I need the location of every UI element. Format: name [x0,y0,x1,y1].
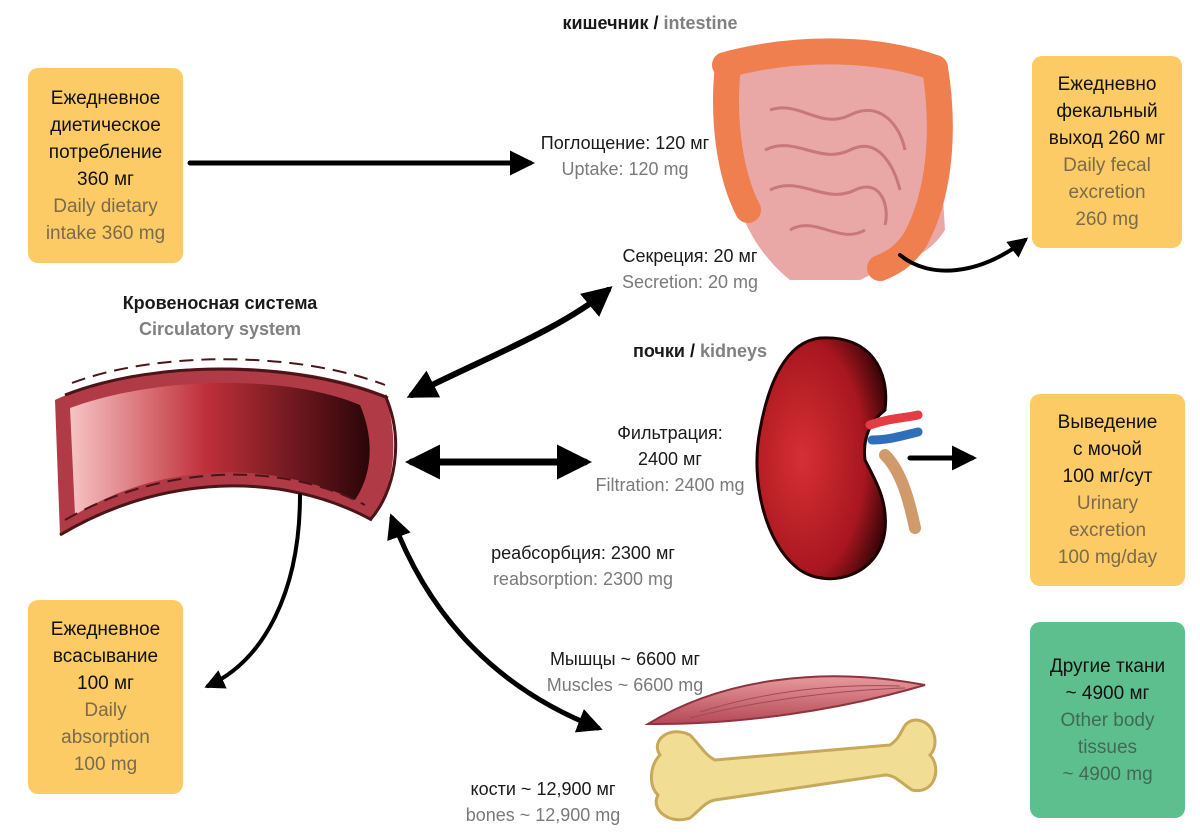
urinary-excretion-box: Выведение с мочой 100 мг/сут Urinary exc… [1030,394,1185,586]
reabsorption-ru: реабсорбция: 2300 мг [491,543,675,563]
intestine-title-sep: / [653,13,659,33]
fecal-output-ru-3: выход 260 мг [1048,128,1166,149]
fecal-output-en-1: Daily fecal [1063,155,1151,176]
other-tissues-en-1: Other body [1060,709,1155,731]
daily-absorption-en-1: Daily [84,700,127,721]
dietary-intake-ru-4: 360 мг [77,168,134,190]
uptake-en: Uptake: 120 mg [561,159,689,179]
arrow-tissue-exchange [387,513,603,733]
reabsorption-label: реабсорбция: 2300 мг reabsorption: 2300 … [478,540,688,592]
circulatory-title: Кровеносная система Circulatory system [95,290,345,342]
circulatory-title-en: Circulatory system [138,319,302,339]
kidneys-title-en: kidneys [699,341,768,361]
other-tissues-en-3: ~ 4900 mg [1062,763,1153,785]
daily-absorption-box: Ежедневное всасывание 100 мг Daily absor… [28,600,183,794]
intestine-title: кишечник / intestine [520,10,780,36]
filtration-ru-1: Фильтрация: [617,423,723,443]
arrow-secretion [406,286,613,398]
dietary-intake-box: Ежедневное диетическое потребление 360 м… [28,68,183,263]
dietary-intake-en-1: Daily dietary [53,195,158,217]
intestine-icon [712,38,953,281]
filtration-en: Filtration: 2400 mg [595,475,745,495]
urinary-excretion-ru-2: с мочой [1072,439,1143,460]
fecal-output-en-2: excretion [1068,182,1146,203]
circulatory-title-ru: Кровеносная система [122,293,318,313]
fecal-output-ru-1: Ежедневно [1057,74,1157,95]
daily-absorption-en-2: absorption [61,727,150,748]
fecal-output-en-3: 260 mg [1075,209,1139,230]
secretion-ru: Секреция: 20 мг [622,246,758,266]
intestine-title-en: intestine [663,13,738,33]
muscles-label: Мышцы ~ 6600 мг Muscles ~ 6600 mg [530,646,720,698]
daily-absorption-ru-2: всасывание [52,646,159,667]
fecal-output-ru-2: фекальный [1056,101,1158,122]
daily-absorption-en-3: 100 mg [73,754,138,775]
urinary-excretion-ru-3: 100 мг/сут [1062,466,1153,487]
filtration-label: Фильтрация: 2400 мг Filtration: 2400 mg [580,420,760,498]
bones-ru: кости ~ 12,900 мг [470,779,616,799]
fecal-output-box: Ежедневно фекальный выход 260 мг Daily f… [1032,56,1182,248]
muscles-ru: Мышцы ~ 6600 мг [549,649,701,669]
other-tissues-box: Другие ткани ~ 4900 мг Other body tissue… [1030,622,1185,818]
blood-vessel-icon [55,358,398,537]
other-tissues-en-2: tissues [1077,736,1138,758]
filtration-ru-2: 2400 мг [638,449,702,469]
muscle-icon [644,675,926,726]
dietary-intake-ru-1: Ежедневное [50,87,161,109]
dietary-intake-en-2: intake 360 mg [45,222,166,244]
daily-absorption-ru-1: Ежедневное [50,619,161,640]
urinary-excretion-ru-1: Выведение [1057,412,1158,433]
bones-en: bones ~ 12,900 mg [465,805,621,825]
secretion-en: Secretion: 20 mg [621,272,759,292]
bone-icon [650,718,938,822]
muscles-en: Muscles ~ 6600 mg [546,675,704,695]
intestine-title-ru: кишечник [562,13,649,33]
daily-absorption-ru-3: 100 мг [77,673,134,694]
kidneys-title-ru: почки [632,341,685,361]
kidney-icon [755,336,923,581]
dietary-intake-ru-3: потребление [48,141,163,163]
uptake-label: Поглощение: 120 мг Uptake: 120 mg [530,130,720,182]
kidneys-title: почки / kidneys [600,338,800,364]
secretion-label: Секреция: 20 мг Secretion: 20 mg [600,243,780,295]
reabsorption-en: reabsorption: 2300 mg [492,569,674,589]
urinary-excretion-en-2: 100 mg/day [1057,547,1158,568]
uptake-ru: Поглощение: 120 мг [540,133,710,153]
urinary-excretion-en-1: Urinary excretion [1068,493,1147,541]
other-tissues-ru-1: Другие ткани [1049,655,1166,677]
arrow-absorption [204,493,302,689]
dietary-intake-ru-2: диетическое [50,114,161,136]
bones-label: кости ~ 12,900 мг bones ~ 12,900 mg [448,776,638,828]
kidneys-title-sep: / [689,341,695,361]
other-tissues-ru-2: ~ 4900 мг [1065,682,1150,704]
arrow-intestine-to-feces [898,237,1029,273]
